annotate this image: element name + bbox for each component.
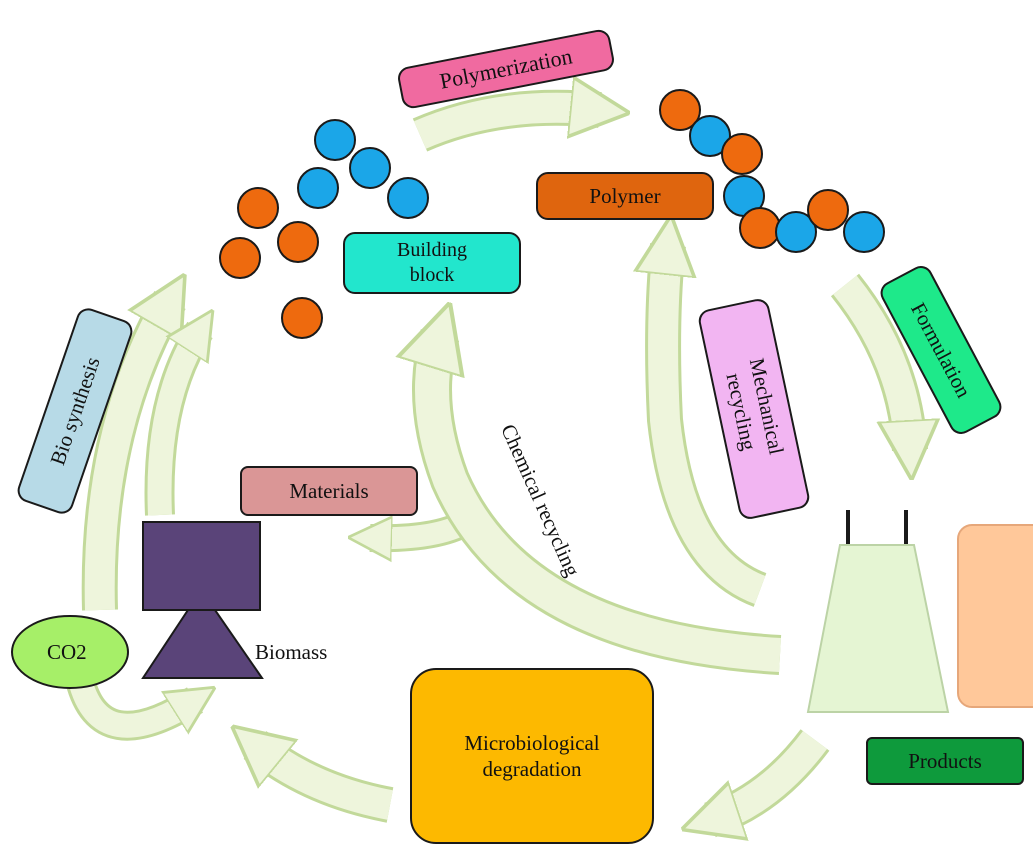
microbiological-degradation-label: Microbiological degradation <box>410 668 654 844</box>
bead <box>739 207 781 249</box>
bead <box>721 133 763 175</box>
bead <box>349 147 391 189</box>
co2-ellipse <box>11 615 129 689</box>
bead <box>314 119 356 161</box>
bead <box>277 221 319 263</box>
bead <box>297 167 339 209</box>
arrow-co2-to-bio-synthesis <box>81 300 170 611</box>
arrow-co2-to-biomass <box>65 675 195 741</box>
arrow-degradation-to-biomass <box>255 745 394 823</box>
bead <box>843 211 885 253</box>
bead <box>237 187 279 229</box>
materials-label: Materials <box>240 466 418 516</box>
polymer-label: Polymer <box>536 172 714 220</box>
bead <box>689 115 731 157</box>
arrow-products-to-degradation <box>710 729 830 820</box>
co2-label: CO2 <box>47 640 87 664</box>
arrow-chemical-recycling <box>432 335 782 675</box>
bead <box>219 237 261 279</box>
building-block-molecules <box>219 119 429 339</box>
bead <box>387 177 429 219</box>
product-box-icon <box>957 524 1033 708</box>
bead <box>807 189 849 231</box>
arrow-polymerization <box>412 108 600 152</box>
product-flask-icon <box>806 510 950 713</box>
arrow-mechanical-recycling <box>663 245 767 607</box>
arrow-formulation <box>830 273 910 450</box>
products-label: Products <box>866 737 1024 785</box>
polymer-chain <box>659 89 885 253</box>
arrow-biomass-to-building-block <box>144 330 201 516</box>
bead <box>659 89 701 131</box>
biomass-icon <box>141 521 264 679</box>
bead <box>281 297 323 339</box>
bead <box>775 211 817 253</box>
biomass-label: Biomass <box>255 640 328 664</box>
building-block-label: Building block <box>343 232 521 294</box>
